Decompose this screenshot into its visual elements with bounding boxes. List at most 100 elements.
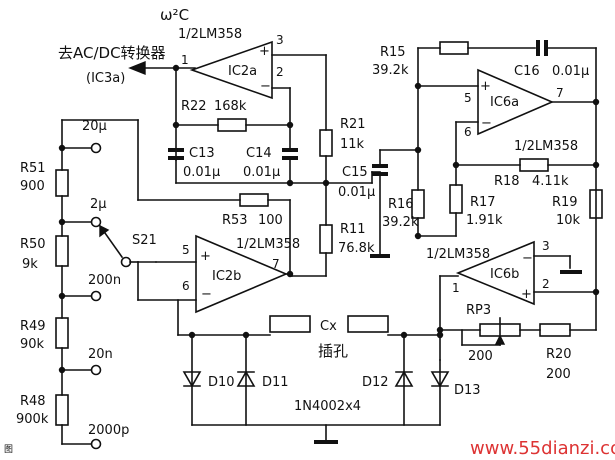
ic2b-plus: +	[200, 249, 211, 264]
r17-val: 1.91k	[466, 213, 503, 228]
r16-ref: R16	[388, 197, 414, 212]
c14-val: 0.01μ	[243, 165, 280, 180]
r21-val: 11k	[340, 137, 365, 152]
r50-val: 9k	[22, 257, 38, 272]
converter-label: 去AC/DC转换器	[58, 44, 166, 62]
r48-ref: R48	[20, 394, 46, 409]
ic2b-minus: −	[201, 287, 212, 302]
s21-contact-2000p[interactable]	[90, 438, 102, 450]
ic2b-name: IC2b	[212, 269, 241, 284]
output-arrow	[128, 60, 196, 76]
diode-type: 1N4002x4	[294, 399, 361, 414]
ic6a-plus: +	[480, 79, 491, 94]
ic6b-pin2: 2	[542, 277, 550, 291]
r51-ref: R51	[20, 161, 46, 176]
s21-pos-2u: 2μ	[90, 197, 107, 212]
r15-ref: R15	[380, 45, 406, 60]
ic2b-wiring	[61, 119, 327, 336]
r20-ref: R20	[546, 347, 572, 362]
r11-ref: R11	[340, 222, 366, 237]
ic2a-wiring	[168, 54, 330, 187]
d10-ref: D10	[208, 375, 235, 390]
ic6b-part: 1/2LM358	[426, 247, 490, 262]
r18-ref: R18	[494, 174, 520, 189]
range-divider	[55, 119, 93, 445]
r15-val: 39.2k	[372, 63, 409, 78]
c15	[370, 149, 390, 258]
ic2b-part: 1/2LM358	[236, 237, 300, 252]
c14-ref: C14	[246, 146, 272, 161]
r53-val: 100	[258, 213, 283, 228]
r16-val: 39.2k	[382, 215, 419, 230]
diode-bridge	[182, 331, 450, 444]
ic2a-pin3: 3	[276, 33, 284, 47]
c13-val: 0.01μ	[183, 165, 220, 180]
opamp-ic6b: IC6b 1/2LM358 − + 3 2 1	[426, 239, 550, 306]
watermark: www.55dianzi.com	[470, 438, 615, 459]
r49-val: 90k	[20, 337, 45, 352]
r49-ref: R49	[20, 319, 46, 334]
ic2b-pin5: 5	[182, 243, 190, 257]
ic6b-wiring	[436, 255, 600, 361]
c15-ref: C15	[342, 165, 368, 180]
ic2a-minus: −	[260, 79, 271, 94]
opamp-ic2a: IC2a 1/2LM358 + − 3 2 1	[178, 27, 284, 100]
r18-val: 4.11k	[532, 174, 569, 189]
r51-val: 900	[20, 179, 45, 194]
r19-ref: R19	[552, 195, 578, 210]
s21-pos-20n: 20n	[88, 347, 113, 362]
ic6a-pin5: 5	[464, 91, 472, 105]
opamp-ic2b: IC2b 1/2LM358 + − 5 6 7	[182, 234, 300, 314]
ic6b-name: IC6b	[490, 267, 519, 282]
r22-ref: R22	[181, 99, 207, 114]
cx-label: 插孔	[318, 342, 348, 360]
s21-contact-20u[interactable]	[90, 142, 102, 154]
r53-ref: R53	[222, 213, 248, 228]
c15-val: 0.01μ	[338, 185, 375, 200]
r19-val: 10k	[556, 213, 581, 228]
r20-val: 200	[546, 367, 571, 382]
ic6a-minus: −	[481, 116, 492, 131]
s21-contact-200n[interactable]	[90, 290, 102, 302]
cx-ref: Cx	[320, 319, 337, 334]
r50-ref: R50	[20, 237, 46, 252]
ic6a-name: IC6a	[490, 95, 519, 110]
omega-label: ω²C	[160, 6, 189, 24]
ic2a-plus: +	[259, 44, 270, 59]
rp3-ref: RP3	[466, 303, 491, 318]
r17-ref: R17	[470, 195, 496, 210]
s21-pos-2000p: 2000p	[88, 423, 129, 438]
s21-contact-20n[interactable]	[90, 364, 102, 376]
ic2a-part: 1/2LM358	[178, 27, 242, 42]
ic2b-pin7: 7	[272, 257, 280, 271]
s21-pos-20u: 20μ	[82, 119, 107, 134]
ic2a-pin1: 1	[181, 53, 189, 67]
ic6a-part: 1/2LM358	[514, 139, 578, 154]
ic6a-wiring	[379, 40, 603, 331]
s21-common[interactable]	[120, 256, 132, 268]
r22-val: 168k	[214, 99, 247, 114]
ic6a-pin7: 7	[556, 86, 564, 100]
s21-pos-200n: 200n	[88, 273, 121, 288]
ic2a-name: IC2a	[228, 64, 257, 79]
s21-contact-2u[interactable]	[90, 216, 102, 228]
r21-r11-chain	[319, 129, 373, 277]
switch-s21[interactable]	[90, 142, 139, 450]
ic6b-plus: +	[521, 287, 532, 302]
opamp-ic6a: IC6a 1/2LM358 + − 5 6 7	[464, 68, 578, 154]
r48-val: 900k	[16, 412, 49, 427]
c16-val: 0.01μ	[552, 64, 589, 79]
c16-ref: C16	[514, 64, 540, 79]
ic6b-pin3: 3	[542, 239, 550, 253]
c13-ref: C13	[189, 146, 215, 161]
r11-val: 76.8k	[338, 241, 375, 256]
converter-ref: (IC3a)	[86, 71, 125, 86]
r21-ref: R21	[340, 117, 366, 132]
corner-mark: 图	[4, 444, 13, 455]
cx-socket	[269, 315, 441, 336]
d12-ref: D12	[362, 375, 389, 390]
ic2a-pin2: 2	[276, 65, 284, 79]
ic2b-pin6: 6	[182, 279, 190, 293]
rp3-val: 200	[468, 349, 493, 364]
